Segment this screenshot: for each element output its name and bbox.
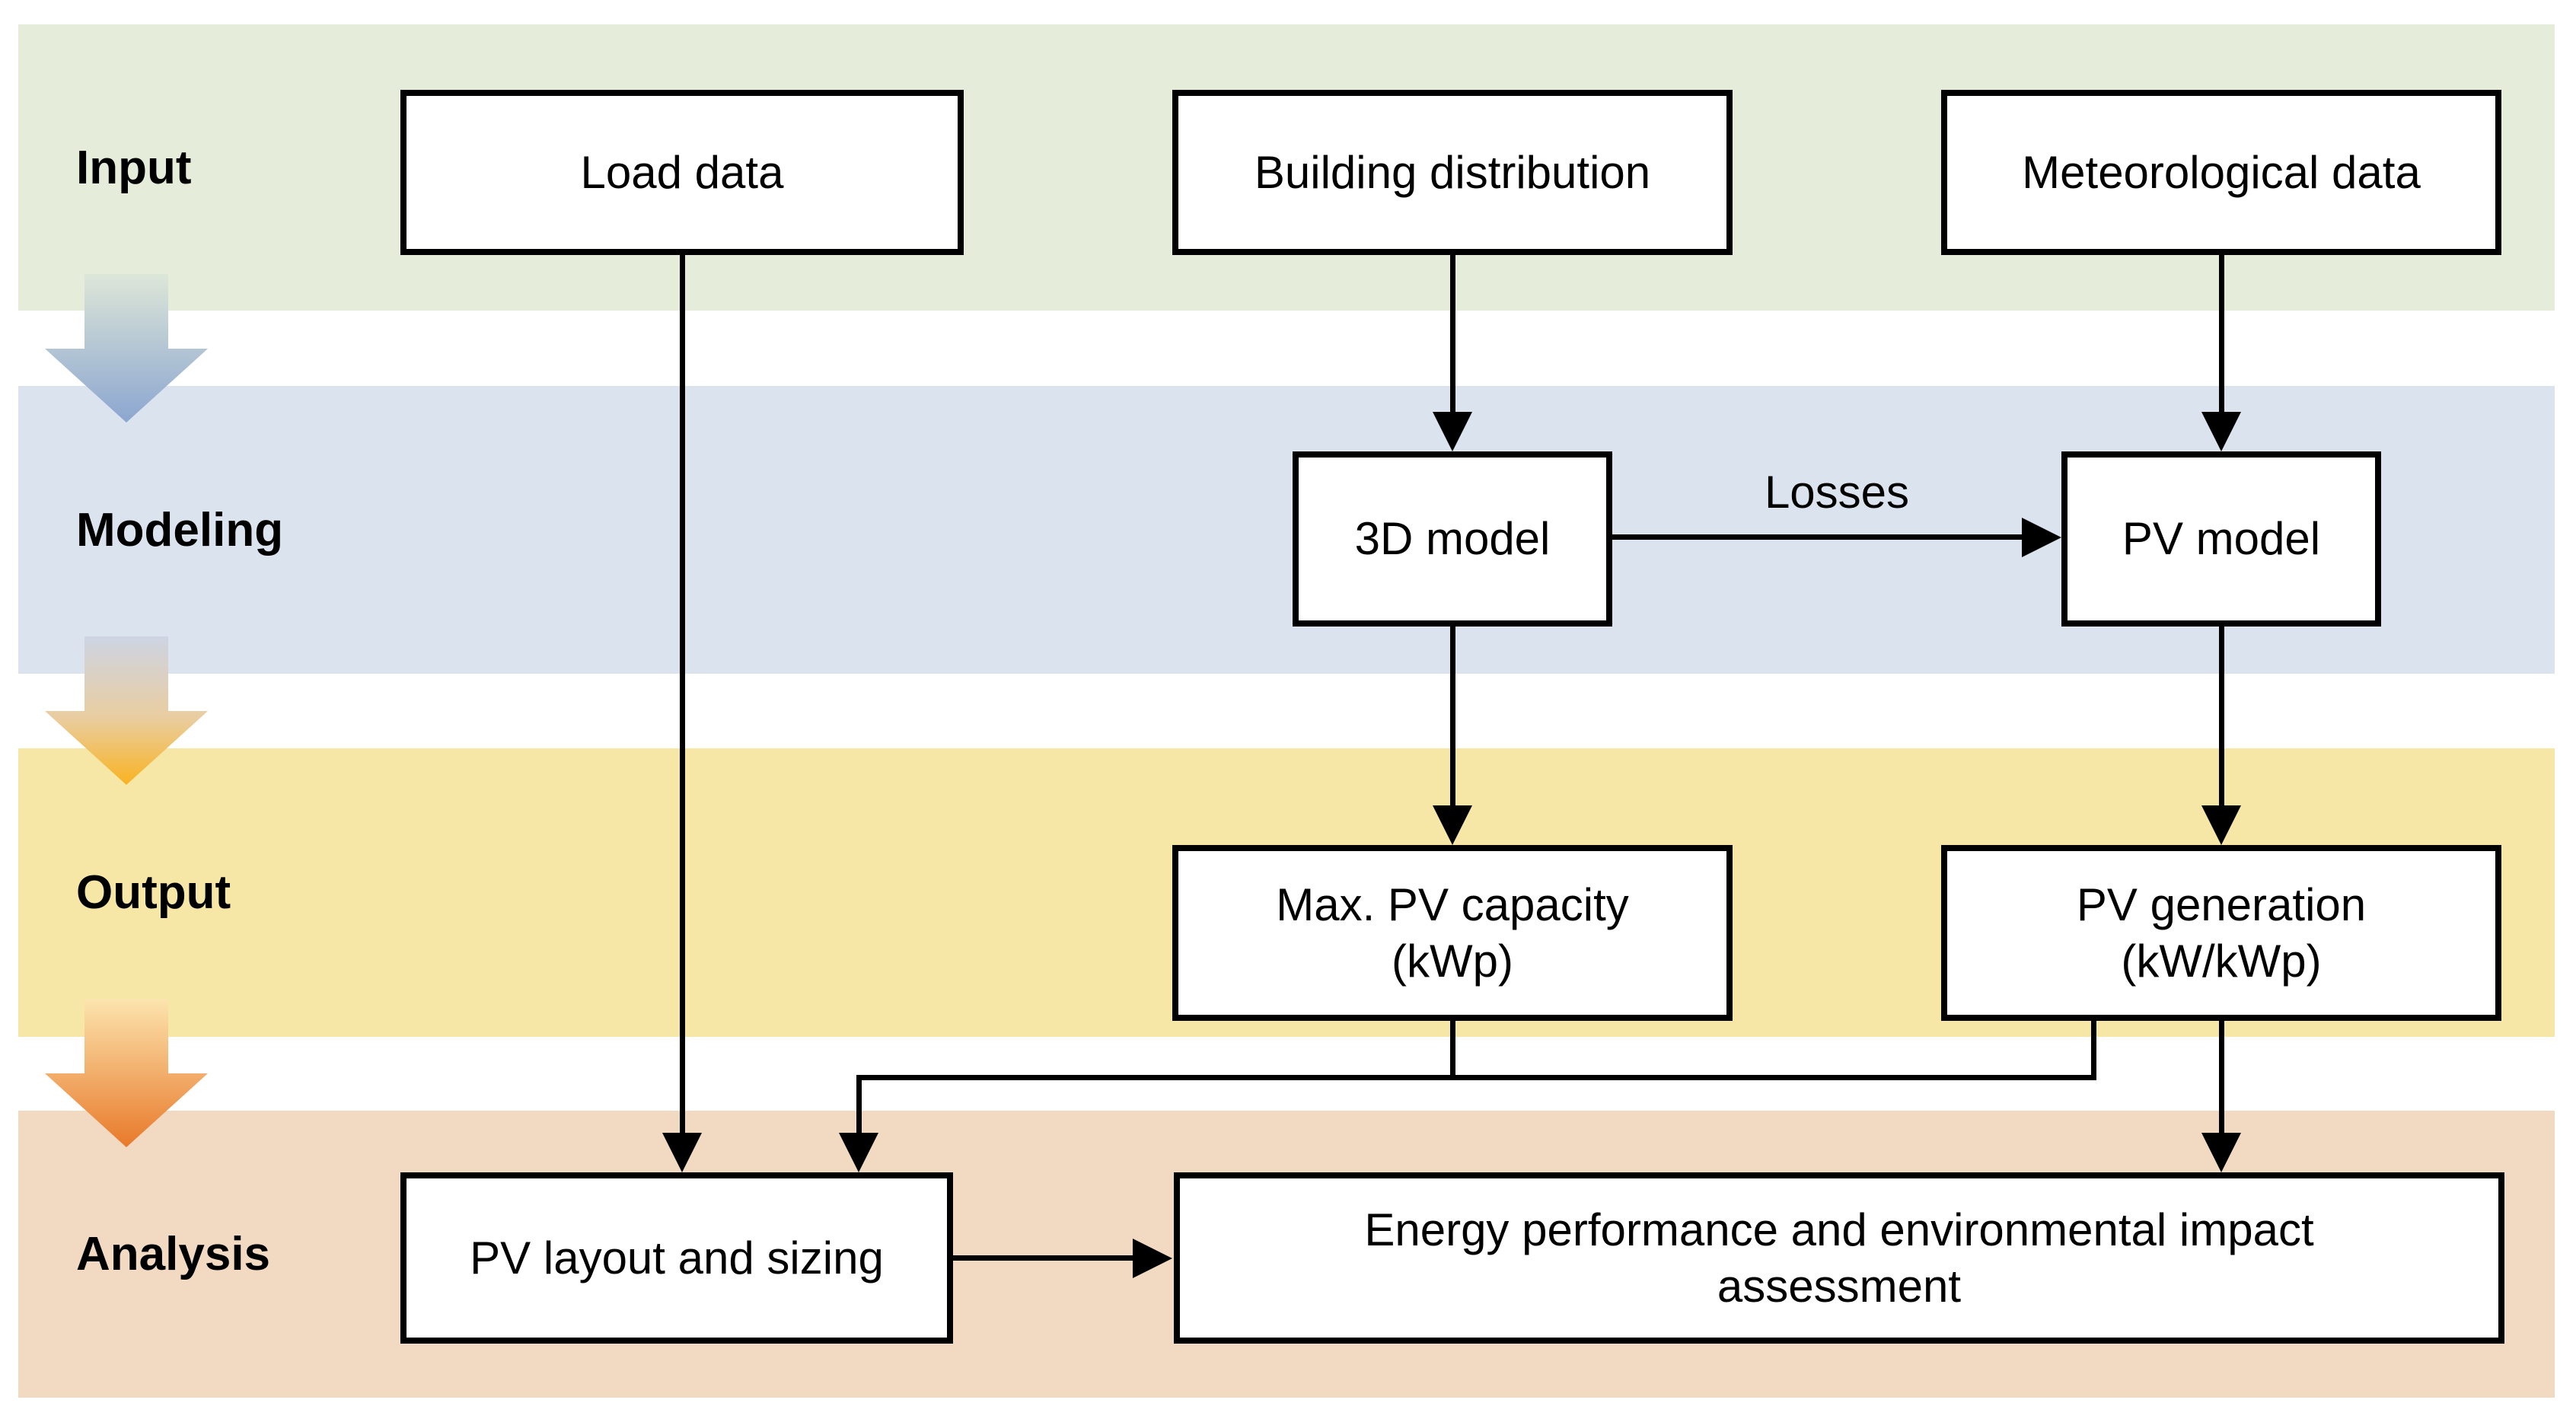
edge-pv-model-to-pv-gen-line [2219,627,2224,807]
node-pv-layout-and-sizing: PV layout and sizing [400,1172,953,1344]
edge-losses-line [1612,534,2025,540]
edge-3d-model-to-max-pv-line [1450,627,1455,807]
edge-pv-layout-to-energy-line [953,1255,1136,1261]
input-to-modeling-arrow-icon [45,274,208,423]
edge-pv-layout-to-energy-arrowhead-icon [1133,1239,1172,1278]
edge-meteo-to-pv-model-arrowhead-icon [2201,412,2241,451]
edge-pv-gen-to-energy-arrowhead-icon [2201,1133,2241,1172]
edge-building-to-3d-model-arrowhead-icon [1433,412,1472,451]
edge-outputs-to-pv-layout-arrowhead-icon [839,1133,878,1172]
edge-outputs-to-pv-layout-hline [856,1075,2096,1080]
edge-meteo-to-pv-model-line [2219,255,2224,415]
edge-load-data-to-pv-layout-arrowhead-icon [662,1133,702,1172]
node-pv-generation: PV generation (kW/kWp) [1941,845,2501,1021]
edge-building-to-3d-model-line [1450,255,1455,415]
edge-pv-model-to-pv-gen-arrowhead-icon [2201,805,2241,845]
edge-outputs-to-pv-layout-drop-line [856,1075,862,1134]
edge-load-data-to-pv-layout-line [680,255,685,1136]
node-meteorological-data: Meteorological data [1941,90,2501,255]
edge-pv-gen-drop-line [2091,1021,2096,1080]
edge-losses-arrowhead-icon [2022,518,2061,557]
node-pv-model: PV model [2061,451,2381,627]
band-label-output: Output [76,866,231,919]
band-label-analysis: Analysis [76,1228,271,1280]
node-3d-model: 3D model [1293,451,1612,627]
band-label-modeling: Modeling [76,503,284,556]
edge-max-pv-drop-line [1450,1021,1455,1080]
node-max-pv-capacity: Max. PV capacity (kWp) [1172,845,1733,1021]
edge-3d-model-to-max-pv-arrowhead-icon [1433,805,1472,845]
band-label-input: Input [76,141,192,194]
node-energy-assessment: Energy performance and environmental imp… [1174,1172,2504,1344]
node-load-data: Load data [400,90,964,255]
edge-pv-gen-to-energy-line [2219,1021,2224,1134]
node-building-distribution: Building distribution [1172,90,1733,255]
modeling-to-output-arrow-icon [45,636,208,785]
output-to-analysis-arrow-icon [45,999,208,1147]
edge-label-losses: Losses [1764,467,1910,518]
